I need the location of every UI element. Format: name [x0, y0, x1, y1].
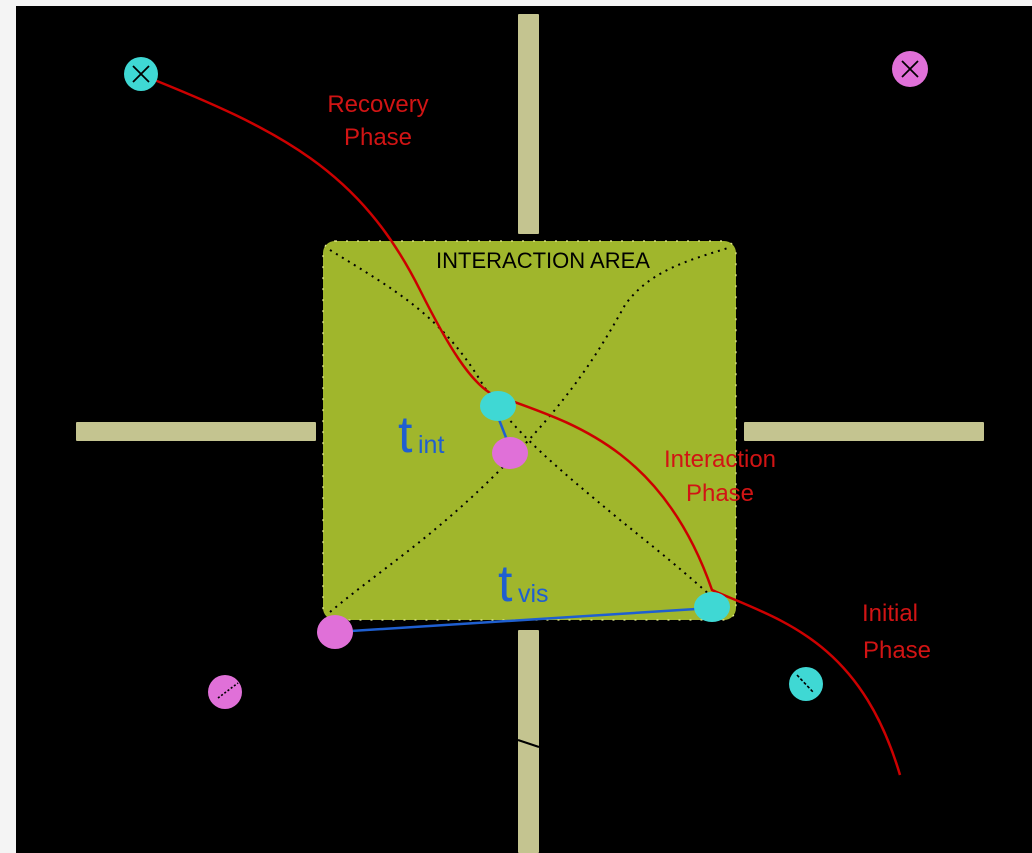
- initial-phase-label-line2: Phase: [863, 637, 931, 664]
- ego-agent-interaction-point: [480, 391, 516, 421]
- road-arm-north: [518, 14, 539, 234]
- recovery-phase-label-line1: Recovery: [327, 91, 428, 118]
- road-arm-west: [76, 422, 316, 441]
- other-agent-start: [208, 675, 242, 709]
- guide-curve-descending: [329, 249, 729, 613]
- t-vis-label-sub: vis: [518, 580, 549, 608]
- other-agent-interaction-point: [492, 437, 528, 469]
- interaction-phase-label-line2: Phase: [686, 480, 754, 507]
- interaction-phase-label-line1: Interaction: [664, 446, 776, 473]
- ego-goal-marker: [124, 57, 158, 91]
- recovery-phase-label-line2: Phase: [344, 124, 412, 151]
- other-goal-marker: [892, 51, 928, 87]
- road-arm-south-mark: [517, 739, 540, 748]
- road-arm-east: [744, 422, 984, 441]
- ego-agent-visibility-point: [694, 592, 730, 622]
- other-agent-visibility-point: [317, 615, 353, 649]
- guide-curve-ascending: [329, 247, 729, 613]
- interaction-area: [323, 241, 736, 620]
- ego-agent-start: [789, 667, 823, 701]
- interaction-area-title: INTERACTION AREA: [436, 248, 650, 273]
- initial-phase-label-line1: Initial: [862, 600, 918, 627]
- t-vis-label-main: t: [498, 555, 513, 613]
- road-arm-south: [518, 630, 539, 853]
- t-int-label-main: t: [398, 406, 413, 464]
- t-int-label-sub: int: [418, 431, 444, 459]
- t-vis-link: [334, 606, 713, 634]
